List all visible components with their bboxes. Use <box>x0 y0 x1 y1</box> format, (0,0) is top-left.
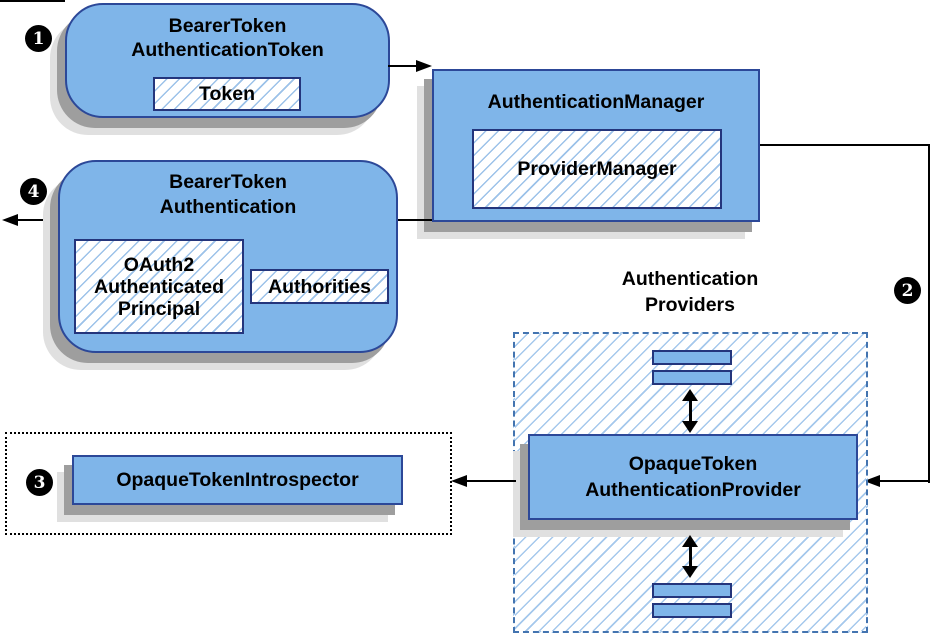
opaque-token-introspector-title: OpaqueTokenIntrospector <box>116 469 359 491</box>
outgoing-result-line <box>16 219 58 221</box>
authentication-manager-title: AuthenticationManager <box>487 91 705 113</box>
step-2-number: 2 <box>901 280 914 301</box>
bearer-token-authentication-token-title-line2: AuthenticationToken <box>131 39 324 61</box>
opaque-token-authentication-provider-title-line1: OpaqueToken <box>628 453 758 475</box>
bearer-token-authentication-title-line2: Authentication <box>159 196 297 218</box>
double-arrow-top <box>679 389 701 433</box>
node-bearer-token-authentication-token: BearerToken AuthenticationToken Token <box>65 3 390 118</box>
double-arrow-bottom-up-head <box>682 535 698 547</box>
provider-manager-label: ProviderManager <box>517 158 677 180</box>
provider-list-bar-bottom-1 <box>652 583 732 598</box>
principal-line3: Principal <box>117 297 201 320</box>
token-box: Token <box>153 77 301 111</box>
step-2-arrowhead <box>864 475 880 487</box>
node-opaque-token-authentication-provider: OpaqueToken AuthenticationProvider <box>528 434 858 520</box>
step-2-badge: 2 <box>894 277 921 304</box>
step-1-badge: 1 <box>25 25 52 52</box>
provider-manager-box: ProviderManager <box>472 129 722 209</box>
node-bearer-token-authentication: BearerToken Authentication OAuth2 Authen… <box>58 160 398 353</box>
double-arrow-top-up-head <box>682 389 698 401</box>
step-2-line-horizontal-top <box>760 144 930 146</box>
double-arrow-bottom-down-head <box>682 566 698 578</box>
step-3-badge: 3 <box>26 469 53 496</box>
step-3-number: 3 <box>33 472 46 493</box>
provider-list-bar-top-1 <box>652 350 732 365</box>
step-2-line-vertical <box>928 144 930 483</box>
authentication-providers-label-line2: Providers <box>645 294 735 316</box>
manager-to-authentication-connector <box>396 219 432 221</box>
double-arrow-bottom <box>679 535 701 578</box>
token-to-manager-arrowhead <box>416 60 432 72</box>
opaque-token-authentication-provider-title-line2: AuthenticationProvider <box>585 479 801 501</box>
bearer-token-authentication-token-title-line1: BearerToken <box>168 15 287 37</box>
double-arrow-top-down-head <box>682 421 698 433</box>
provider-list-bar-top-2 <box>652 370 732 385</box>
provider-list-bar-bottom-2 <box>652 603 732 618</box>
principal-line1: OAuth2 <box>123 253 195 276</box>
token-label: Token <box>199 83 255 105</box>
authentication-providers-label-line1: Authentication <box>621 268 759 290</box>
authorities-label: Authorities <box>268 275 371 298</box>
incoming-request-line <box>0 0 65 2</box>
principal-line2: Authenticated <box>93 275 224 298</box>
step-1-number: 1 <box>32 28 45 49</box>
node-authentication-manager: AuthenticationManager ProviderManager <box>432 69 760 222</box>
token-to-manager-arrow-line <box>388 65 418 67</box>
provider-to-introspector-arrowhead <box>451 475 467 487</box>
double-arrow-top-shaft <box>688 400 692 422</box>
oauth2-authenticated-principal-box: OAuth2 Authenticated Principal <box>74 239 244 334</box>
step-4-number: 4 <box>27 181 40 202</box>
provider-to-introspector-line <box>466 480 516 482</box>
step-4-badge: 4 <box>20 178 47 205</box>
bearer-token-authentication-title-line1: BearerToken <box>169 171 287 193</box>
authorities-box: Authorities <box>250 269 389 304</box>
outgoing-result-arrowhead <box>2 214 18 226</box>
authentication-providers-label: Authentication Providers <box>545 266 835 318</box>
node-opaque-token-introspector: OpaqueTokenIntrospector <box>72 455 403 505</box>
double-arrow-bottom-shaft <box>688 546 692 567</box>
step-2-line-horizontal-bottom <box>880 480 930 482</box>
